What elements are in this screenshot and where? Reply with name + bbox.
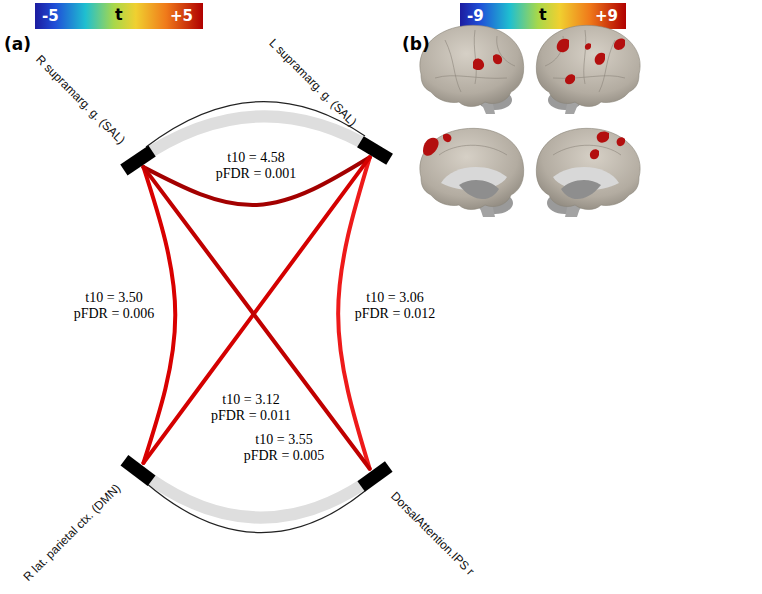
- colorbar-tick: -5: [42, 6, 59, 26]
- brain-lateral: [565, 74, 575, 84]
- brain-lateral: [473, 58, 484, 70]
- brain-lateral: [614, 39, 625, 50]
- panel-label: (a): [4, 34, 31, 54]
- connectivity-edge: [143, 157, 369, 463]
- brain-lateral: [536, 25, 640, 114]
- brain-medial: [590, 149, 599, 159]
- edge-statistic: t10 = 4.58 pFDR = 0.001: [212, 150, 300, 182]
- brain-medial: [420, 128, 524, 217]
- connectivity-edge: [143, 167, 369, 469]
- brain-lateral: [420, 25, 524, 114]
- brain-medial: [536, 128, 640, 217]
- edge-statistic: t10 = 3.50 pFDR = 0.006: [70, 290, 158, 322]
- ring-band: [138, 470, 375, 518]
- edge-statistic: t10 = 3.12 pFDR = 0.011: [207, 392, 295, 424]
- brain-lateral: [595, 53, 605, 65]
- brain-medial: [597, 131, 609, 142]
- panel-label: (b): [402, 34, 430, 54]
- brain-medial: [617, 137, 625, 146]
- brain-medial: [443, 134, 451, 142]
- region-label: R supramarg. g. (SAL): [33, 52, 128, 147]
- colorbar-title: t: [115, 5, 123, 25]
- colorbar-title: t: [539, 5, 547, 25]
- region-label: R lat. parietal ctx. (DMN): [21, 481, 124, 584]
- region-label: DorsalAttention.IPS r: [388, 489, 477, 578]
- colorbar: [460, 3, 626, 29]
- region-bar: [121, 455, 156, 486]
- colorbar: [35, 3, 203, 29]
- brain-medial: [536, 128, 640, 217]
- brain-medial: [423, 138, 439, 156]
- brain-medial: [420, 128, 524, 217]
- brain-lateral: [536, 25, 640, 114]
- brain-lateral: [585, 43, 591, 49]
- colorbar-tick: +9: [595, 6, 618, 26]
- colorbar-tick: -9: [467, 6, 484, 26]
- brain-lateral: [557, 39, 569, 53]
- brain-lateral: [493, 54, 502, 64]
- brain-lateral: [420, 25, 524, 114]
- ring-outline: [146, 483, 365, 533]
- region-bar: [357, 461, 392, 492]
- edge-statistic: t10 = 3.06 pFDR = 0.012: [351, 290, 439, 322]
- colorbar-tick: +5: [170, 6, 193, 26]
- edge-statistic: t10 = 3.55 pFDR = 0.005: [240, 432, 328, 464]
